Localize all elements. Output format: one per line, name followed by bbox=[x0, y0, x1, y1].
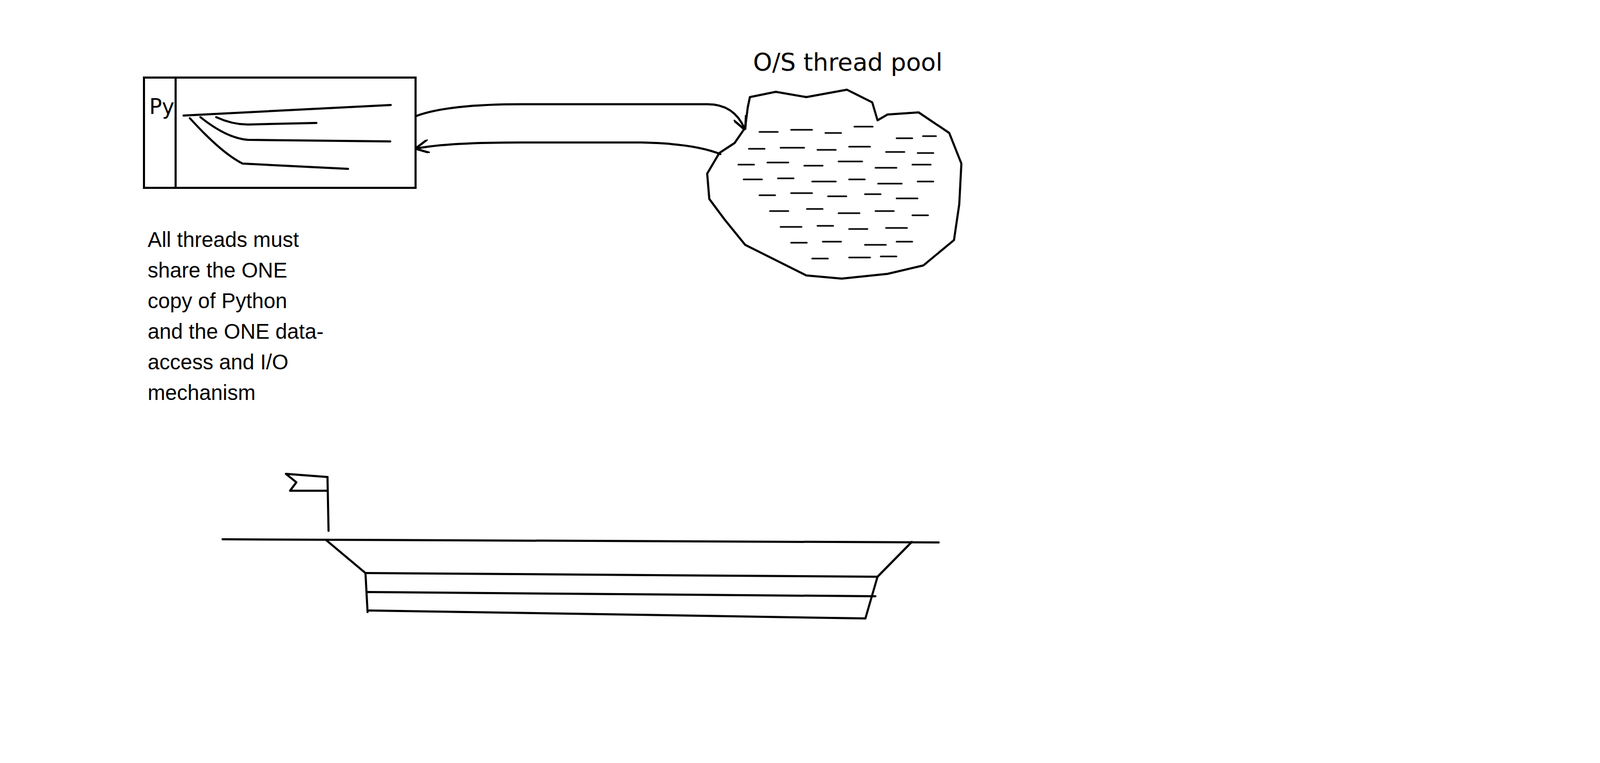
flag-pole bbox=[327, 476, 329, 531]
pool-threads bbox=[738, 126, 937, 259]
cloud-path bbox=[707, 89, 962, 279]
trench-outline bbox=[326, 540, 912, 619]
pool-heading: O/S thread pool bbox=[753, 47, 943, 77]
box-divider bbox=[174, 77, 177, 188]
flag bbox=[285, 473, 328, 491]
thread-connector bbox=[416, 142, 721, 154]
thread-lines bbox=[183, 104, 391, 169]
cloud-outline bbox=[706, 88, 963, 284]
thread-connector bbox=[416, 104, 745, 129]
trench-layers bbox=[365, 572, 878, 619]
program-box: Py bbox=[142, 76, 417, 189]
thread-pool-cloud: O/S thread pool bbox=[706, 88, 963, 284]
program-label: Py bbox=[149, 94, 175, 119]
note-text: All threads must share the ONE copy of P… bbox=[147, 224, 325, 408]
